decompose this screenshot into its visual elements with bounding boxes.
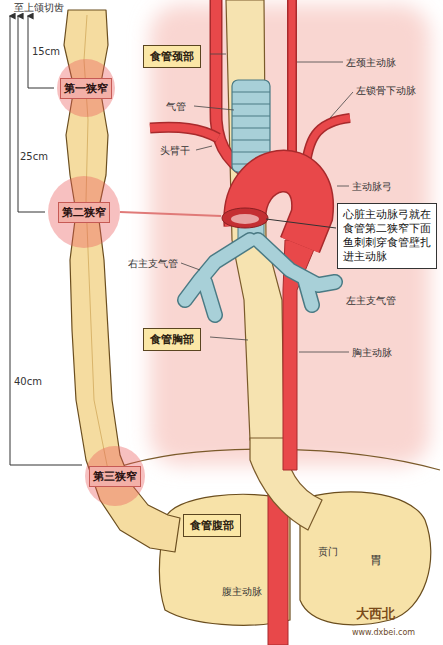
narrowing-marker: 第三狭窄: [85, 446, 145, 506]
part-label: 胸主动脉: [352, 346, 392, 359]
part-label: 头臂干: [160, 144, 190, 157]
part-label: 腹主动脉: [222, 585, 262, 598]
part-label: 贲门: [318, 545, 338, 558]
section-box: 食管颈部: [143, 45, 201, 68]
part-label: 主动脉弓: [352, 180, 392, 193]
narrowing-pointer: [120, 212, 221, 216]
part-label: 右主支气管: [128, 257, 178, 270]
callout-pointer: [266, 219, 336, 228]
part-label: 食管腹部: [190, 518, 234, 533]
section-box: 食管腹部: [183, 514, 241, 537]
great-vessels: [150, 0, 350, 175]
section-box: 食管胸部: [143, 328, 201, 351]
watermark: 大西北: [356, 606, 395, 622]
part-label: 左主支气管: [346, 294, 396, 307]
aortic-arch: [222, 171, 313, 245]
part-label: 25cm: [20, 150, 48, 163]
part-label: 食管颈部: [150, 49, 194, 64]
part-label: 气管: [166, 100, 186, 113]
part-label: 左颈主动脉: [346, 56, 396, 69]
part-label: 15cm: [32, 45, 60, 58]
trachea: [185, 80, 335, 315]
stomach: [300, 492, 431, 625]
callout-text: 心脏主动脉弓就在食管第二狭窄下面鱼刺刺穿食管壁扎进主动脉: [343, 208, 431, 264]
narrowing-marker: 第二狭窄: [48, 176, 120, 248]
part-label: 食管胸部: [150, 332, 194, 347]
part-label: 第一狭窄: [60, 78, 112, 99]
part-label: 第二狭窄: [58, 202, 110, 223]
part-label: 第三狭窄: [89, 466, 141, 487]
part-label: 40cm: [14, 375, 42, 388]
callout-box: 心脏主动脉弓就在食管第二狭窄下面鱼刺刺穿食管壁扎进主动脉: [337, 203, 437, 269]
part-label: 至上颌切齿: [14, 1, 64, 14]
part-label: 左锁骨下动脉: [356, 84, 416, 97]
narrowing-marker: 第一狭窄: [57, 59, 115, 117]
watermark: www.dxbei.com: [352, 627, 415, 638]
part-label: 胃: [370, 553, 382, 568]
leader-lines: [181, 54, 353, 352]
